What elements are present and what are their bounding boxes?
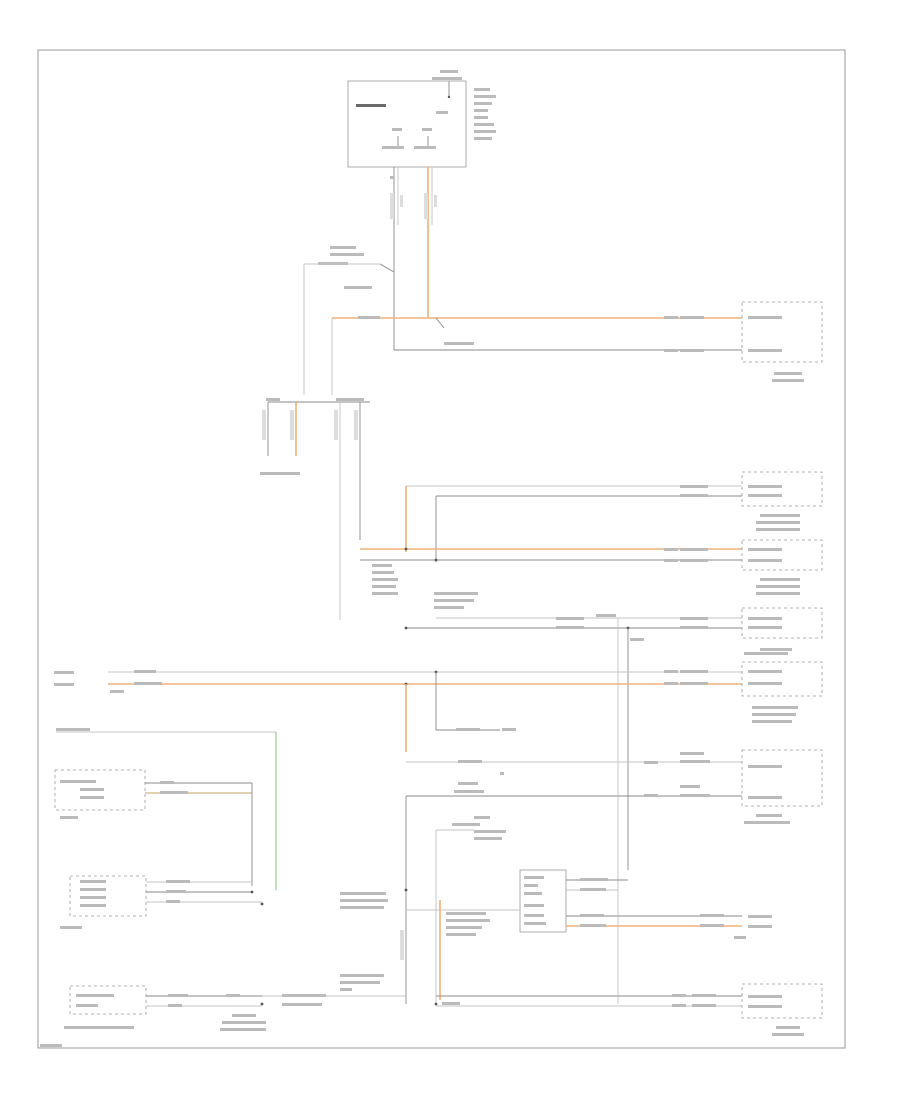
top-module xyxy=(347,70,496,168)
lower-middle xyxy=(404,752,742,1004)
right-horizontal-runs xyxy=(360,485,742,595)
right-connector-6 xyxy=(741,749,823,824)
lower-center-blocks xyxy=(340,816,772,1004)
middle-band xyxy=(404,592,742,1004)
left-components xyxy=(54,728,277,929)
diagram-frame xyxy=(37,49,846,1049)
mid-splice-block xyxy=(260,398,370,620)
right-connector-2 xyxy=(741,471,823,531)
right-connector-4 xyxy=(741,607,823,651)
bottom-rows xyxy=(40,974,823,1047)
upper-splice-area xyxy=(303,246,742,395)
right-connector-5 xyxy=(741,652,823,723)
cross-run xyxy=(54,670,742,752)
module-output-wires xyxy=(390,167,437,350)
right-connector-3 xyxy=(741,539,823,595)
right-connector-1 xyxy=(741,301,823,382)
